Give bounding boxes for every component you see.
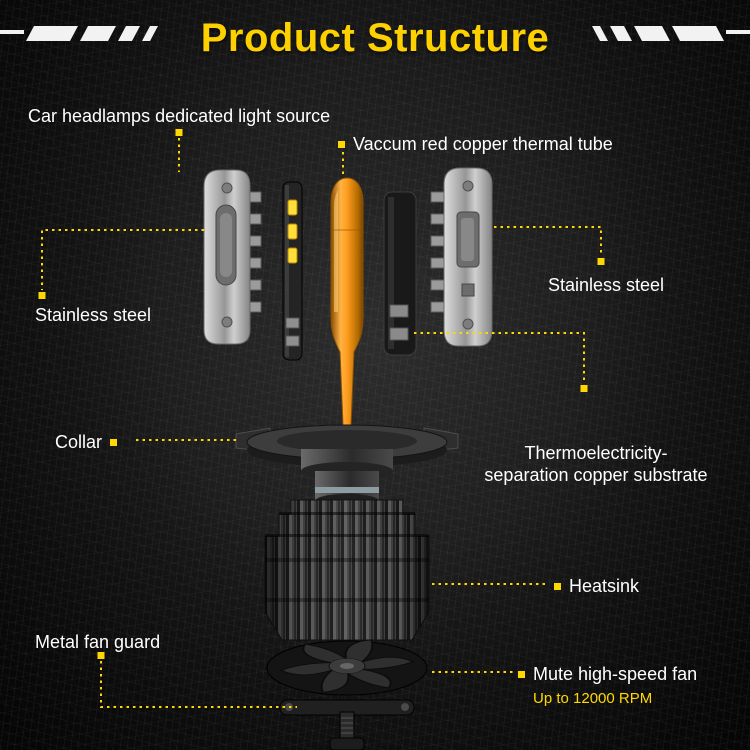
label-collar: Collar [55,431,118,454]
label-substrate-text: Thermoelectricity- separation copper sub… [484,442,708,486]
label-heatsink-text: Heatsink [569,576,640,596]
label-stainless-left-text: Stainless steel [35,305,152,325]
label-stainless-left: Stainless steel [35,304,151,327]
title-decoration-left [0,26,158,41]
label-substrate: Thermoelectricity- separation copper sub… [468,419,724,487]
label-stainless-right: Stainless steel [548,274,664,297]
label-collar-text: Collar [55,432,103,452]
label-light-source-text: Car headlamps dedicated light source [28,106,331,126]
square-marker-icon [110,438,118,446]
label-stainless-right-text: Stainless steel [548,275,665,295]
substrate-panel-graphic [383,191,417,356]
copper-tube-graphic [330,177,364,429]
led-strip-graphic [282,181,303,361]
square-marker-icon [338,140,345,148]
square-marker-icon [554,582,561,590]
label-fan-guard: Metal fan guard [35,631,160,654]
leader-stainless-left [41,229,204,290]
leader-markers [38,129,605,659]
label-fan-guard-text: Metal fan guard [35,632,161,652]
label-fan: Mute high-speed fan Up to 12000 RPM [518,663,697,708]
label-thermal-tube-text: Vaccum red copper thermal tube [353,134,613,154]
label-fan-note: Up to 12000 RPM [533,689,653,707]
collar-graphic [235,424,459,508]
leader-stainless-right [494,226,602,255]
title-decoration-right [592,26,750,41]
leader-lines [41,138,602,708]
label-heatsink: Heatsink [554,575,639,598]
label-light-source: Car headlamps dedicated light source [28,105,330,128]
leader-substrate [414,332,585,382]
fan-graphic [266,639,428,750]
label-fan-text: Mute high-speed fan [533,664,698,684]
leader-fan-guard [100,661,297,708]
page-title: Product Structure [200,16,550,60]
square-marker-icon [518,670,525,678]
bracket-right-graphic [430,167,493,347]
heatsink-graphic [264,499,430,641]
label-thermal-tube: Vaccum red copper thermal tube [338,133,613,156]
bracket-left-graphic [203,169,262,345]
